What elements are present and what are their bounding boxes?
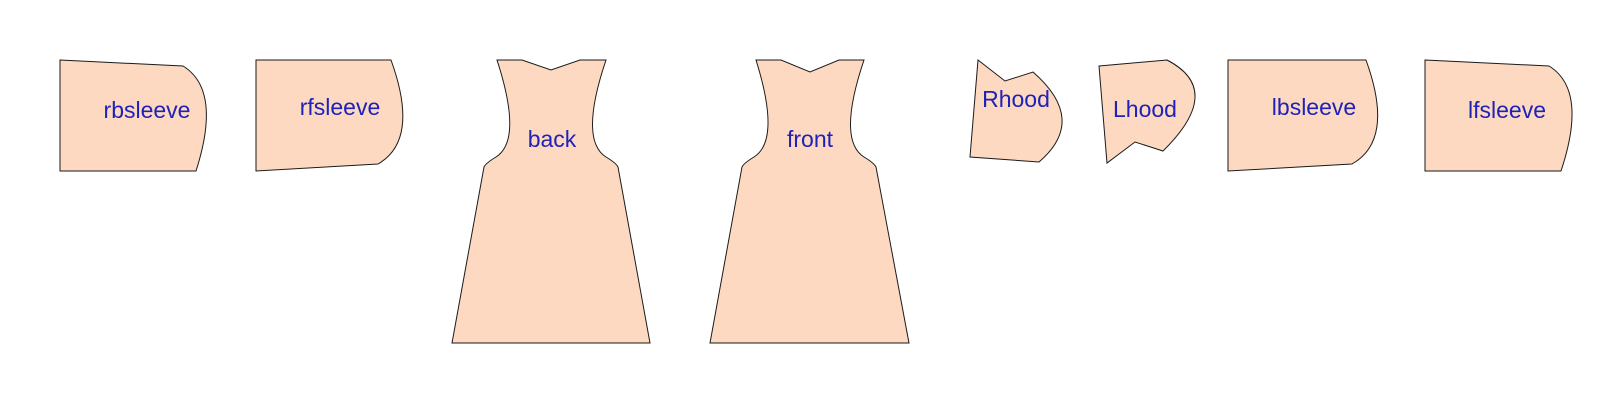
piece-shape-lfsleeve	[1424, 59, 1573, 172]
piece-label-rbsleeve: rbsleeve	[104, 97, 191, 123]
pattern-piece-lbsleeve: lbsleeve	[1227, 59, 1379, 172]
piece-shape-rfsleeve	[255, 59, 404, 172]
piece-label-front: front	[787, 126, 834, 152]
piece-shape-rbsleeve	[59, 59, 207, 172]
piece-shape-front	[709, 59, 910, 344]
piece-label-rhood: Rhood	[982, 86, 1050, 112]
pattern-piece-front: front	[709, 59, 910, 344]
piece-label-rfsleeve: rfsleeve	[300, 94, 381, 120]
piece-shape-back	[451, 59, 651, 344]
piece-shape-lhood	[1098, 59, 1196, 164]
piece-label-back: back	[528, 126, 577, 152]
pattern-piece-lhood: Lhood	[1098, 59, 1196, 164]
piece-label-lbsleeve: lbsleeve	[1272, 94, 1356, 120]
piece-shape-lbsleeve	[1227, 59, 1379, 172]
piece-label-lfsleeve: lfsleeve	[1468, 97, 1546, 123]
pattern-piece-back: back	[451, 59, 651, 344]
pattern-piece-lfsleeve: lfsleeve	[1424, 59, 1573, 172]
pattern-piece-rbsleeve: rbsleeve	[59, 59, 207, 172]
piece-shape-rhood	[969, 59, 1063, 163]
pattern-piece-rfsleeve: rfsleeve	[255, 59, 404, 172]
piece-label-lhood: Lhood	[1113, 96, 1177, 122]
pattern-piece-rhood: Rhood	[969, 59, 1063, 163]
